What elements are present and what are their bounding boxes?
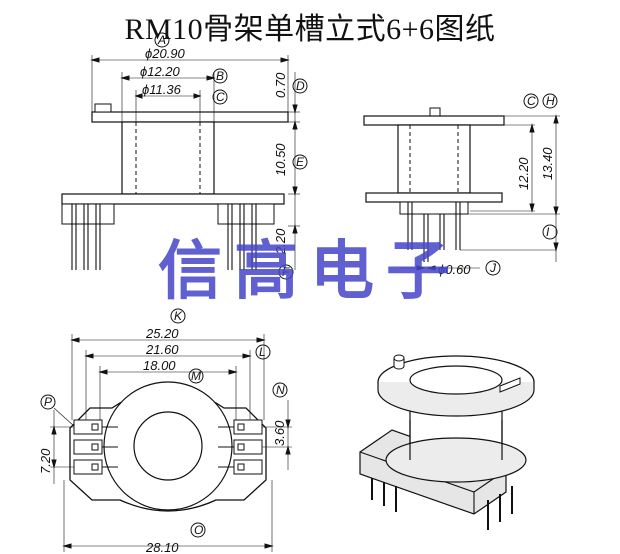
side-top-tab: [429, 107, 441, 117]
bottom-dim-overall-width: 28.10: [145, 540, 179, 554]
bottom-left-pads: [73, 419, 118, 475]
front-dim-winding-height: 10.50: [273, 143, 288, 176]
side-balloon-i: I: [546, 225, 550, 239]
isometric-view: [359, 354, 535, 530]
front-dim-core-inner: ϕ11.36: [142, 82, 182, 97]
bottom-dim-pad-span: 21.60: [145, 342, 179, 357]
front-top-flange: [91, 111, 289, 123]
front-balloon-a: A: [157, 33, 166, 47]
side-bottom-flange: [365, 192, 503, 203]
side-balloon-j: J: [489, 261, 497, 275]
bottom-dim-pin-row: 7.20: [38, 448, 53, 474]
bottom-dim-inner-span: 18.00: [143, 358, 176, 373]
front-view: ϕ20.90 ϕ12.20 ϕ11.36 A B C: [61, 32, 308, 280]
side-dim-total-height: 13.40: [540, 147, 555, 180]
bottom-dim-pin-span: 25.20: [145, 326, 179, 341]
side-dim-inner-height: 12.20: [516, 157, 531, 190]
bottom-right-pads: [218, 419, 263, 475]
front-dim-core-outer: ϕ12.20: [140, 64, 181, 79]
front-dim-outer-diameter: ϕ20.90: [145, 46, 186, 61]
front-top-tab: [94, 103, 112, 113]
bottom-view: 25.20 21.60 18.00 28.10 3.60: [38, 308, 292, 554]
front-balloon-b: B: [216, 69, 224, 83]
side-dim-pin-diameter: ϕ0.60: [438, 262, 471, 277]
front-balloon-c: C: [216, 90, 225, 104]
iso-bottom-flange: [385, 437, 527, 483]
watermark-text: 信高电子: [158, 235, 462, 309]
bottom-balloon-m: M: [191, 369, 201, 383]
side-pins: [407, 202, 461, 262]
front-pins: [71, 204, 257, 270]
bottom-balloon-p: P: [44, 395, 52, 409]
bottom-balloon-k: K: [174, 309, 183, 323]
front-core: [121, 121, 215, 195]
front-balloon-d: D: [296, 79, 305, 93]
bottom-balloon-l: L: [259, 345, 266, 359]
iso-bore: [409, 365, 503, 395]
bottom-balloon-o: O: [194, 523, 203, 537]
side-view: 12.20 13.40 C H I ϕ0.60 J: [363, 93, 560, 277]
side-balloon-c: C: [527, 94, 536, 108]
front-bottom-flange: [61, 193, 285, 205]
bottom-balloon-n: N: [276, 383, 285, 397]
bottom-dim-pin-pitch: 3.60: [272, 420, 287, 446]
side-balloon-h: H: [546, 94, 555, 108]
front-balloon-e: E: [296, 155, 305, 169]
side-top-flange: [363, 115, 505, 126]
drawing-title: RM10骨架单槽立式6+6图纸: [124, 13, 496, 46]
side-core: [397, 124, 471, 194]
front-dim-base-height: 2.20: [273, 228, 288, 255]
front-balloon-f: F: [282, 265, 290, 279]
front-dim-flange-thickness: 0.70: [273, 72, 288, 98]
bottom-inner-circle: [133, 411, 203, 481]
side-base: [399, 201, 469, 215]
iso-pins: [371, 478, 513, 530]
